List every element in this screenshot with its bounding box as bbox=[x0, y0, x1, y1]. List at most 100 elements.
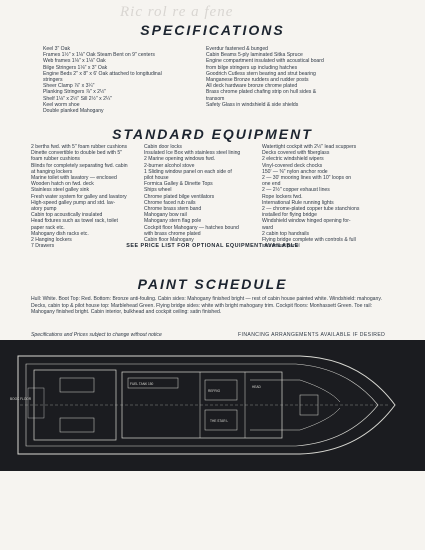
price-list-note: SEE PRICE LIST FOR OPTIONAL EQUIPMENT AV… bbox=[126, 243, 299, 249]
equipment-line: Decks covered with fiberglass bbox=[262, 150, 330, 157]
equipment-line: one end bbox=[262, 181, 281, 188]
dinette bbox=[204, 379, 238, 401]
spec-line: Everdur fastened & bunged bbox=[206, 46, 269, 52]
equipment-line: 1 Sliding window panel on each side of bbox=[144, 168, 232, 175]
equipment-line: pilot house bbox=[144, 175, 169, 182]
engine-hatch bbox=[59, 417, 95, 433]
spec-line: from bilge stringers up including hatche… bbox=[206, 64, 298, 71]
spec-line: stringers bbox=[43, 77, 63, 84]
equipment-line: Mahogany dish racks etc. bbox=[31, 230, 89, 237]
equipment-line: with brass chrome plated bbox=[144, 230, 201, 237]
equipment-column-2: Cabin door locks Insulated Ice Box with … bbox=[144, 144, 252, 243]
plan-label: REFRIG bbox=[208, 389, 221, 393]
equipment-line: Blinds for completely separating fwd. ca… bbox=[31, 162, 128, 169]
fuel-tank bbox=[127, 377, 179, 389]
equipment-line: Watertight cockpit with 2½" lead scupper… bbox=[262, 144, 357, 150]
equipment-line: International Rule running lights bbox=[262, 199, 334, 206]
standard-equipment-heading: STANDARD EQUIPMENT bbox=[112, 126, 313, 142]
spec-line: Frames 1½" x 1⅛" Oak Steam Bent on 9" ce… bbox=[43, 52, 155, 59]
spec-line: Web frames 1⅛" x 1⅛" Oak bbox=[43, 58, 106, 65]
footer-financing: FINANCING ARRANGEMENTS AVAILABLE IF DESI… bbox=[238, 332, 386, 338]
spec-line: Sheer Clamp ⅞" x 3¼" bbox=[43, 83, 95, 90]
spec-line: Brass chrome plated chafing strip on hul… bbox=[206, 89, 317, 96]
equipment-line: Rope lockers fwd. bbox=[262, 193, 303, 200]
equipment-line: Windshield window hinged opening for- bbox=[262, 218, 351, 225]
hull-outline bbox=[17, 355, 396, 455]
equipment-line: instrument panel bbox=[262, 243, 300, 250]
equipment-line: 2 berths fwd. with 5" foam rubber cushio… bbox=[31, 144, 128, 150]
spec-line: Cabin Beams 5-ply laminated Sitka Spruce bbox=[206, 52, 303, 59]
equipment-line: 2 — 2½" copper exhaust lines bbox=[262, 187, 330, 194]
equipment-line: 2 cabin top handrails bbox=[262, 230, 310, 237]
spec-line: All deck hardware bronze chrome plated bbox=[206, 83, 298, 90]
equipment-line: Mahogany stern flag pole bbox=[144, 218, 202, 225]
equipment-line: 7 Drawers bbox=[31, 243, 55, 250]
equipment-line: Cockpit floor Mahogany — hatches bound bbox=[144, 224, 239, 231]
spec-line: Engine compartment insulated with acoust… bbox=[206, 58, 324, 65]
equipment-line: Formica Galley & Dinette Tops bbox=[144, 181, 213, 188]
equipment-line: atory pump bbox=[31, 206, 57, 213]
equipment-column-3: Watertight cockpit with 2½" lead scupper… bbox=[262, 144, 382, 249]
equipment-line: Insulated Ice Box with stainless steel l… bbox=[144, 150, 241, 157]
equipment-column-1: 2 berths fwd. with 5" foam rubber cushio… bbox=[31, 144, 141, 249]
equipment-line: 150' — ⅜" nylon anchor rode bbox=[262, 168, 328, 175]
equipment-line: 2 Hanging lockers bbox=[31, 237, 72, 244]
equipment-line: Flying bridge complete with controls & f… bbox=[262, 237, 356, 244]
spec-line: Engine Beds 2" x 8" x 6' Oak attached to… bbox=[43, 70, 162, 77]
footer-disclaimer: Specifications and Prices subject to cha… bbox=[31, 332, 162, 338]
specifications-left-column: Keel 3" Oak Frames 1½" x 1⅛" Oak Steam B… bbox=[43, 46, 203, 114]
faint-show-through-text: Ric rol re a fene bbox=[120, 4, 234, 20]
equipment-line: High-speed galley pump and std. lav- bbox=[31, 199, 116, 206]
paint-schedule-heading: PAINT SCHEDULE bbox=[137, 276, 288, 292]
spec-line: Keel worm shoe bbox=[43, 101, 80, 108]
spec-line: Goodrich Cutless stern bearing and strut… bbox=[206, 70, 316, 77]
specifications-heading: SPECIFICATIONS bbox=[140, 22, 285, 38]
spec-line: transom bbox=[206, 95, 225, 102]
equipment-line: Cabin floor Mahogany bbox=[144, 237, 194, 244]
equipment-line: Vinyl-covered deck chocks bbox=[262, 162, 323, 169]
equipment-line: installed for flying bridge bbox=[262, 212, 317, 219]
equipment-line: at hanging lockers bbox=[31, 168, 73, 175]
equipment-line: Ships wheel bbox=[144, 187, 172, 194]
equipment-line: Cabin door locks bbox=[144, 144, 182, 150]
equipment-line: paper rack etc. bbox=[31, 224, 65, 231]
equipment-line: 2 — chrome-plated copper tube stanchions bbox=[262, 206, 360, 213]
equipment-line: Chrome brass stem band bbox=[144, 206, 202, 213]
transom-locker bbox=[27, 387, 45, 419]
plan-label: HEAD bbox=[252, 385, 262, 389]
spec-line: Keel 3" Oak bbox=[43, 46, 71, 52]
equipment-line: 2 — 30' mooring lines with 10" loops on bbox=[262, 175, 352, 182]
spec-line: Manganese Bronze rudders and rudder post… bbox=[206, 77, 309, 84]
plan-label: BOOK FLOOR bbox=[10, 397, 32, 401]
equipment-line: Dinette convertible to double bed with 5… bbox=[31, 150, 123, 157]
spec-line: Double planked Mahogany bbox=[43, 108, 104, 115]
paint-schedule-text: Hull: White. Boot Top: Red. Bottom: Bron… bbox=[31, 296, 382, 316]
equipment-line: Head fixtures such as towel rack, toilet bbox=[31, 218, 118, 225]
equipment-line: ward bbox=[262, 224, 274, 231]
forward-berth bbox=[250, 379, 341, 403]
deck-plan-panel: FUEL TANK 150 BOOK FLOOR REFRIG HEAD THE… bbox=[0, 340, 425, 471]
equipment-line: foam rubber cushions bbox=[31, 156, 80, 163]
plan-label: FUEL TANK 150 bbox=[130, 382, 154, 386]
forward-berth bbox=[250, 407, 341, 431]
equipment-line: 2-burner alcohol stove bbox=[144, 162, 195, 169]
engine-hatch bbox=[59, 377, 95, 393]
spec-line: Shelf 1⅛" x 2½" Sill 2½" x 2¼" bbox=[43, 95, 112, 102]
equipment-line: Fresh water system for galley and lavato… bbox=[31, 193, 127, 200]
boat-deck-plan-drawing: FUEL TANK 150 BOOK FLOOR REFRIG HEAD THE… bbox=[10, 355, 396, 455]
equipment-line: Stainless steel galley sink bbox=[31, 187, 90, 194]
equipment-line: Marine toilet with lavatory — enclosed bbox=[31, 175, 117, 182]
spec-line: Bilge Stringers 1⅛" x 3" Oak bbox=[43, 64, 108, 71]
spec-line: Safety Glass in windshield & side shield… bbox=[206, 101, 299, 108]
equipment-line: 2 Marine opening windows fwd. bbox=[144, 156, 216, 163]
equipment-line: Wooden hatch on fwd. deck bbox=[31, 181, 94, 188]
specifications-right-column: Everdur fastened & bunged Cabin Beams 5-… bbox=[206, 46, 391, 108]
plan-label: THE STAR L bbox=[210, 419, 228, 423]
equipment-line: Cabin top acoustically insulated bbox=[31, 212, 103, 219]
equipment-line: Chrome plated bilge ventilators bbox=[144, 193, 215, 200]
equipment-line: 2 electric windshield wipers bbox=[262, 156, 324, 163]
forward-hatch bbox=[299, 394, 319, 416]
galley bbox=[204, 409, 238, 431]
equipment-line: Mahogany bow rail bbox=[144, 212, 187, 219]
